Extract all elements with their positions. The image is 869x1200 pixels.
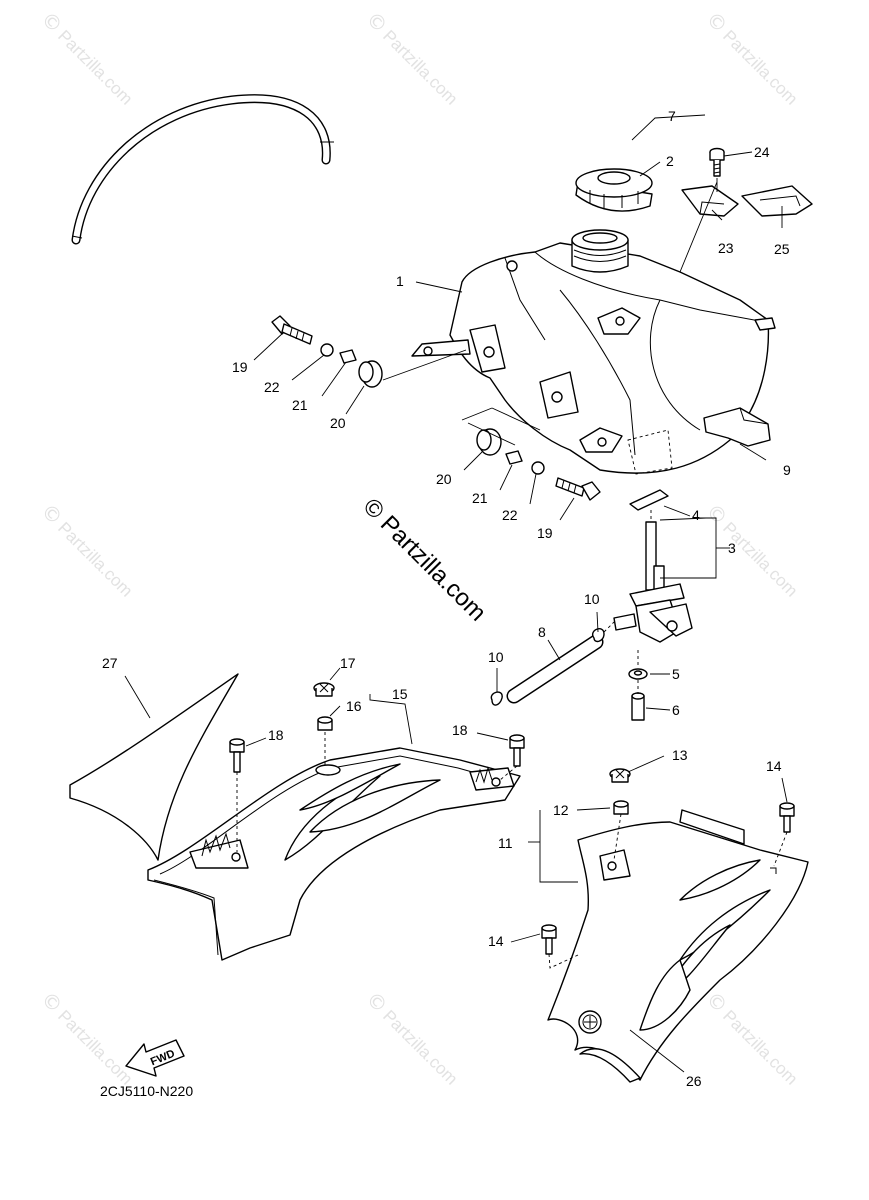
callout-23: 23 bbox=[718, 240, 734, 256]
part-clip-10b bbox=[490, 691, 503, 706]
callout-7: 7 bbox=[668, 108, 676, 124]
callout-22-lower: 22 bbox=[502, 507, 518, 523]
callout-14-upper: 14 bbox=[766, 758, 782, 774]
callout-11: 11 bbox=[498, 835, 513, 851]
callout-19-upper: 19 bbox=[232, 359, 248, 375]
callout-4: 4 bbox=[692, 507, 700, 523]
part-clip-10a bbox=[592, 628, 605, 643]
part-bolt-19b bbox=[555, 477, 601, 501]
watermark: © Partzilla.com bbox=[361, 7, 461, 109]
watermark-text: Partzilla.com bbox=[54, 26, 136, 108]
part-rivet-18a bbox=[229, 738, 245, 773]
part-fuel-cock-3 bbox=[613, 521, 693, 643]
callout-3: 3 bbox=[728, 540, 736, 556]
part-collar-21a bbox=[339, 349, 357, 364]
part-screw-13 bbox=[609, 768, 631, 783]
part-screw-6 bbox=[631, 692, 645, 721]
callout-20-upper: 20 bbox=[330, 415, 346, 431]
part-rivet-14b bbox=[541, 924, 557, 955]
callout-5: 5 bbox=[672, 666, 680, 682]
part-grommet-12 bbox=[613, 800, 629, 815]
callout-6: 6 bbox=[672, 702, 680, 718]
callout-18-left: 18 bbox=[268, 727, 284, 743]
callout-14-lower: 14 bbox=[488, 933, 504, 949]
callout-10-upper: 10 bbox=[584, 591, 600, 607]
callout-16: 16 bbox=[346, 698, 362, 714]
diagram-code: 2CJ5110-N220 bbox=[100, 1083, 193, 1099]
part-gasket-4 bbox=[629, 489, 669, 511]
watermark: © Partzilla.com bbox=[701, 7, 801, 109]
watermark: © Partzilla.com bbox=[701, 499, 801, 601]
callout-2: 2 bbox=[666, 153, 674, 169]
part-damper-20a bbox=[358, 360, 383, 388]
watermark: © Partzilla.com bbox=[361, 987, 461, 1089]
watermark: © Partzilla.com bbox=[36, 499, 136, 601]
callout-13: 13 bbox=[672, 747, 688, 763]
part-bolt-19a bbox=[271, 315, 313, 345]
part-side-cover-11 bbox=[547, 809, 809, 1083]
watermark: © Partzilla.com bbox=[36, 987, 136, 1089]
callout-27: 27 bbox=[102, 655, 118, 671]
callout-1: 1 bbox=[396, 273, 404, 289]
part-washer-22a bbox=[320, 343, 334, 357]
callout-18-right: 18 bbox=[452, 722, 468, 738]
callout-20-lower: 20 bbox=[436, 471, 452, 487]
watermark-text: Partzilla.com bbox=[54, 518, 136, 600]
callout-9: 9 bbox=[783, 462, 791, 478]
part-side-cover-15 bbox=[147, 747, 521, 961]
callout-17: 17 bbox=[340, 655, 356, 671]
watermark-text: Partzilla.com bbox=[719, 1006, 801, 1088]
watermark-text: Partzilla.com bbox=[719, 518, 801, 600]
leader-lines bbox=[124, 114, 788, 1073]
part-fuel-tank bbox=[411, 229, 776, 475]
part-rivet-14a bbox=[779, 802, 795, 833]
part-collar-21b bbox=[505, 450, 523, 465]
watermark-text: Partzilla.com bbox=[719, 26, 801, 108]
callout-24: 24 bbox=[754, 144, 770, 160]
callout-8: 8 bbox=[538, 624, 546, 640]
callouts: 1 2 3 4 5 6 7 8 9 10 10 11 12 13 14 14 1… bbox=[102, 108, 791, 1089]
callout-15: 15 bbox=[392, 686, 408, 702]
part-washer-22b bbox=[531, 461, 545, 475]
callout-21-upper: 21 bbox=[292, 397, 308, 413]
part-protector-27 bbox=[69, 673, 239, 861]
callout-22-upper: 22 bbox=[264, 379, 280, 395]
watermark-text: Partzilla.com bbox=[379, 1006, 461, 1088]
watermark: © Partzilla.com bbox=[701, 987, 801, 1089]
part-fuel-hose-8 bbox=[506, 634, 604, 704]
fwd-arrow-icon: FWD bbox=[125, 1039, 185, 1077]
watermark-text: Partzilla.com bbox=[379, 26, 461, 108]
part-pad-9 bbox=[703, 407, 771, 447]
part-rivet-18b bbox=[509, 734, 525, 767]
part-bolt-24 bbox=[709, 147, 725, 177]
part-vent-hose bbox=[71, 94, 334, 245]
part-fuel-cap bbox=[575, 168, 653, 212]
callout-26: 26 bbox=[686, 1073, 702, 1089]
watermark-text: Partzilla.com bbox=[54, 1006, 136, 1088]
part-bracket-23 bbox=[681, 185, 739, 217]
callout-12: 12 bbox=[553, 802, 569, 818]
callout-21-lower: 21 bbox=[472, 490, 488, 506]
center-watermark: © Partzilla.com bbox=[358, 493, 491, 626]
part-screw-17 bbox=[313, 682, 335, 697]
callout-10-lower: 10 bbox=[488, 649, 504, 665]
part-bracket-25 bbox=[741, 185, 813, 217]
part-grommet-16 bbox=[317, 716, 333, 731]
callout-25: 25 bbox=[774, 241, 790, 257]
part-washer-5 bbox=[628, 668, 648, 680]
watermark: © Partzilla.com bbox=[36, 7, 136, 109]
callout-19-lower: 19 bbox=[537, 525, 553, 541]
